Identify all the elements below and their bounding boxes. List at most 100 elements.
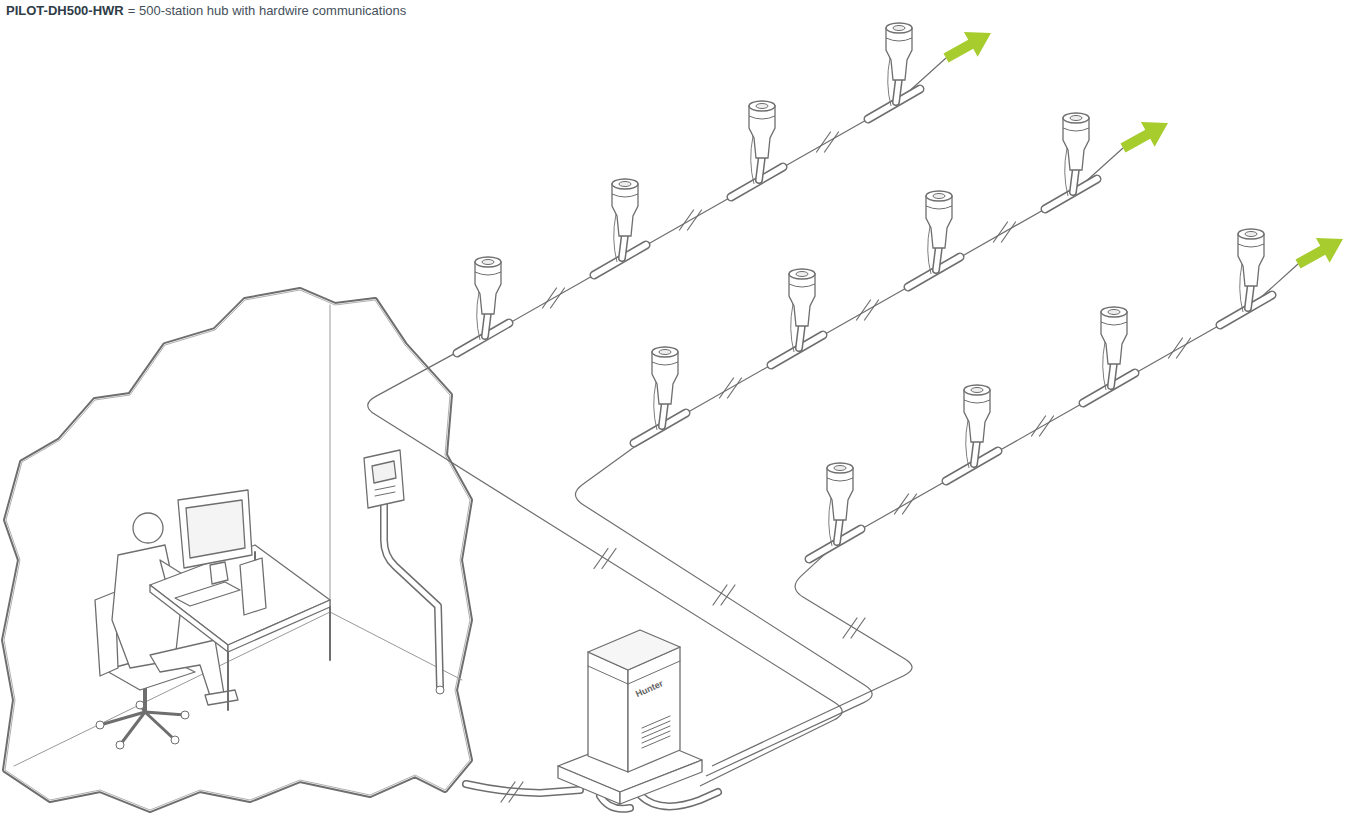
two-wire-path [368,58,946,786]
monitor-stand [210,562,228,584]
building-cutaway [4,290,470,810]
decoder-wire [751,136,754,184]
chair-wheel [116,741,124,749]
riser-outline [1248,284,1251,308]
sprinkler-body [964,390,990,442]
sprinkler-nozzle [834,466,846,471]
sprinkler-nozzle [1245,232,1257,237]
room-outline-edge [4,290,470,810]
sprinkler-body [1063,118,1089,170]
break-mark [680,210,694,230]
break-mark [509,782,523,802]
riser-outline [974,440,977,464]
sprinkler-body [886,28,912,80]
riser-core [1248,284,1251,308]
sprinkler-cap [475,257,501,267]
continuation-arrow [939,21,998,71]
conduit-cap [436,686,444,694]
sprinkler-body [475,262,501,314]
break-mark [720,378,734,398]
sprinkler-cap [827,463,853,473]
riser-outline [485,312,488,336]
riser-core [896,78,899,102]
break-mark [825,132,839,152]
break-mark [721,585,735,605]
sprinkler-cap [1238,229,1264,239]
break-mark [594,549,608,569]
sprinkler-body [749,106,775,158]
continuation-arrow [1116,111,1175,161]
decoder-wire [477,292,480,340]
hub-conduit-outline [640,792,718,806]
riser-core [936,246,939,270]
monitor-screen [186,500,245,558]
service-conduit-core [466,784,580,793]
break-mark [1169,338,1183,358]
riser-core [837,518,840,542]
desk [150,490,330,710]
sprinkler-cap [652,347,678,357]
riser-core [1111,362,1114,386]
sprinkler-band [1063,128,1089,131]
caption-line: PILOT-DH500-HWR= 500-station hub with ha… [6,3,406,18]
wall-corner [330,305,331,612]
rotor-sprinkler [1220,229,1272,325]
rotor-sprinkler [868,23,920,119]
room-outline-inner [4,290,470,810]
break-mark [865,300,879,320]
decoder-wire [1240,264,1243,312]
riser-outline [837,518,840,542]
rotor-sprinkler [946,385,998,481]
cabinet-left-face [588,652,628,772]
break-mark [817,132,831,152]
rotor-sprinkler [634,347,686,443]
conduit-outline [384,505,440,688]
riser-core [485,312,488,336]
sprinkler-nozzle [659,350,671,355]
riser-outline [896,78,899,102]
chair-wheel [171,736,179,744]
service-conduit-outline [466,784,580,793]
riser-outline [1111,362,1114,386]
sprinkler-cap [964,385,990,395]
sprinkler-body [926,196,952,248]
sprinkler-body [827,468,853,520]
riser-core [1073,168,1076,192]
sprinkler-cap [749,101,775,111]
decoder-wire [791,304,794,352]
break-mark [895,494,909,514]
decoder-wire [654,382,657,430]
sprinkler-nozzle [619,182,631,187]
decoder-wire [1065,148,1068,196]
break-mark [1040,416,1054,436]
sprinkler-nozzle [482,260,494,265]
break-mark [688,210,702,230]
computer-monitor [178,490,252,568]
sprinkler-cap [886,23,912,33]
break-mark [843,618,857,638]
leg [150,640,225,702]
riser-core [799,324,802,348]
rotor-sprinkler [771,269,823,365]
sprinkler-cap [926,191,952,201]
sprinkler-band [612,194,638,197]
decoder-wire [614,214,617,262]
vent-slot [642,721,670,733]
model-description: = 500-station hub with hardwire communic… [128,3,407,18]
field-wires [368,21,1350,786]
rotor-sprinkler [809,463,861,559]
sprinkler-band [1238,244,1264,247]
sprinkler-band [964,400,990,403]
sprinkler-nozzle [933,194,945,199]
sprinkler-cap [1063,113,1089,123]
sprinkler-rows [457,23,1272,559]
rotor-sprinkler [594,179,646,275]
sprinkler-cap [789,269,815,279]
desk-top [150,545,330,645]
riser-outline [936,246,939,270]
break-mark [903,494,917,514]
sprinkler-body [652,352,678,404]
decoder-wire [928,226,931,274]
controller-detail [375,486,395,490]
sprinkler-band [475,272,501,275]
